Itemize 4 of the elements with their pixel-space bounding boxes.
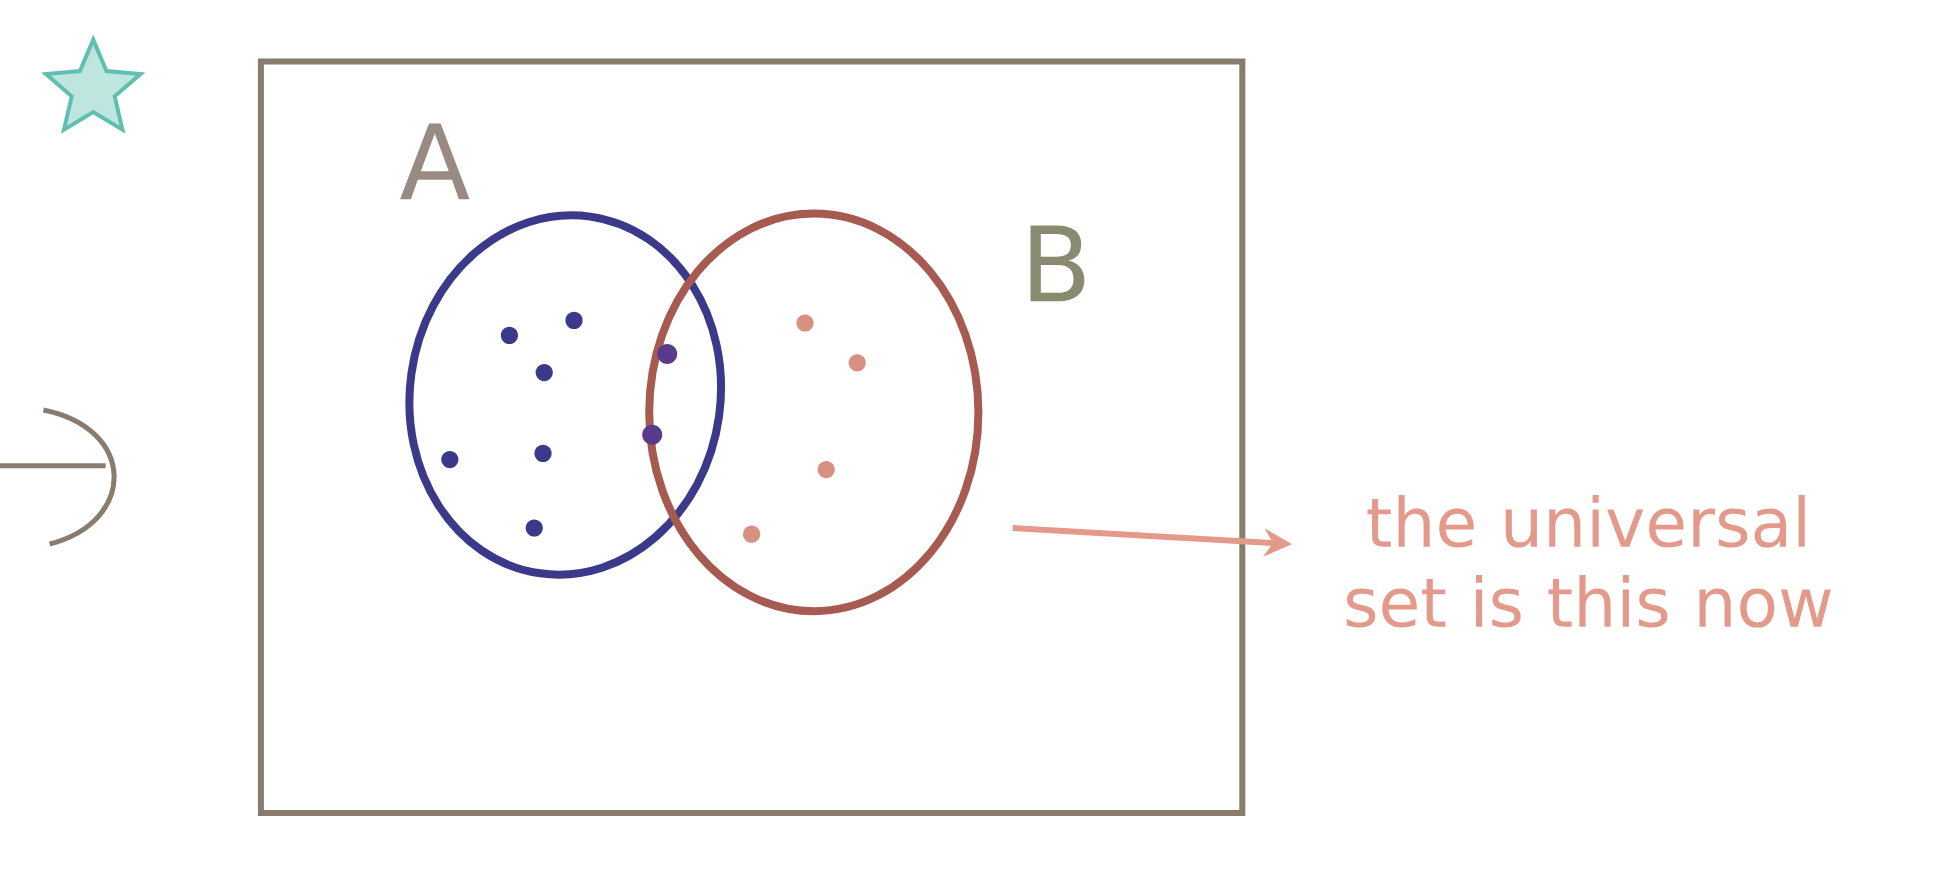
universal-set-rectangle	[257, 58, 1246, 817]
set-label: A	[400, 123, 470, 200]
set-label: B	[1030, 225, 1085, 302]
note-text: the universal set is this now	[1346, 495, 1831, 628]
